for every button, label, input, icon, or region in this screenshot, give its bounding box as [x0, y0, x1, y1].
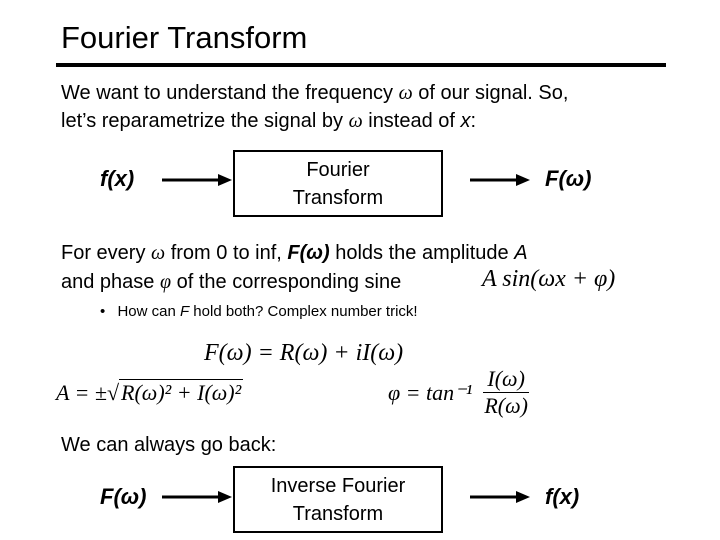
omega-symbol: ω [151, 242, 166, 264]
inverse-input-label: F(ω) [100, 484, 147, 509]
phase-fraction: I(ω) R(ω) [480, 366, 532, 419]
arrow-right-icon [162, 491, 232, 503]
bullet-text-a: How can [117, 303, 180, 320]
omega-symbol: ω [398, 82, 413, 104]
bullet-text-b: hold both? Complex number trick! [189, 303, 418, 320]
inverse-output-label: f(x) [545, 484, 580, 509]
arrow-right-icon [470, 174, 530, 186]
amp-text-a: For every [61, 242, 152, 264]
output-spectrum-label: F(ω) [545, 166, 592, 191]
amplitude-line-2: and phase φ of the corresponding sine [61, 267, 401, 297]
input-signal-label: f(x) [100, 166, 135, 191]
go-back-text: We can always go back: [61, 434, 277, 456]
phase-numerator: I(ω) [483, 366, 529, 393]
box-line-1: Fourier [306, 158, 370, 181]
amp-eq-lhs: A = ± [56, 380, 107, 405]
amp-text-c: holds the amplitude [329, 242, 515, 264]
amp-text-e: of the corresponding sine [171, 271, 402, 293]
intro-text-d: instead of [362, 110, 461, 132]
amplitude-equation: A = ±√R(ω)² + I(ω)² [56, 379, 244, 406]
box-line-2: Transform [292, 186, 384, 209]
intro-text-c: let’s reparametrize the signal by [61, 110, 349, 132]
phi-symbol: φ [159, 271, 172, 293]
inverse-box-line-2: Transform [292, 502, 384, 525]
amplitude-line-1: For every ω from 0 to inf, F(ω) holds th… [61, 238, 528, 268]
bullet-mark: • [100, 303, 106, 320]
slide-title: Fourier Transform [61, 20, 308, 55]
arrow-right-icon [162, 174, 232, 186]
intro-line-1: We want to understand the frequency ω of… [61, 78, 568, 108]
arrow-right-icon [470, 491, 530, 503]
intro-line-2: let’s reparametrize the signal by ω inst… [61, 106, 476, 136]
amp-text-d: and phase [61, 271, 160, 293]
phase-eq-lhs: φ = tan⁻¹ [388, 379, 473, 405]
intro-text-a: We want to understand the frequency [61, 82, 399, 104]
bullet-item: • How can F hold both? Complex number tr… [100, 303, 418, 320]
phase-equation: φ = tan⁻¹ I(ω) R(ω) [388, 366, 532, 419]
spectrum-term: F(ω) [287, 242, 330, 264]
amplitude-variable: A [514, 242, 528, 264]
omega-symbol: ω [348, 110, 363, 132]
fourier-transform-box: Fourier Transform [233, 150, 443, 217]
inverse-box-line-1: Inverse Fourier [270, 474, 406, 497]
sqrt-symbol: √ [106, 380, 120, 405]
phase-denominator: R(ω) [484, 393, 528, 418]
title-underline [56, 63, 666, 67]
intro-text-b: of our signal. So, [412, 82, 569, 104]
inverse-fourier-transform-box: Inverse Fourier Transform [233, 466, 443, 533]
sine-formula: A sin(ωx + φ) [482, 266, 616, 292]
complex-equation: F(ω) = R(ω) + iI(ω) [204, 340, 404, 366]
x-variable: x [460, 110, 471, 132]
amp-text-b: from 0 to inf, [165, 242, 288, 264]
bullet-F: F [179, 303, 190, 320]
amp-eq-radicand: R(ω)² + I(ω)² [119, 379, 244, 405]
intro-colon: : [470, 110, 477, 132]
